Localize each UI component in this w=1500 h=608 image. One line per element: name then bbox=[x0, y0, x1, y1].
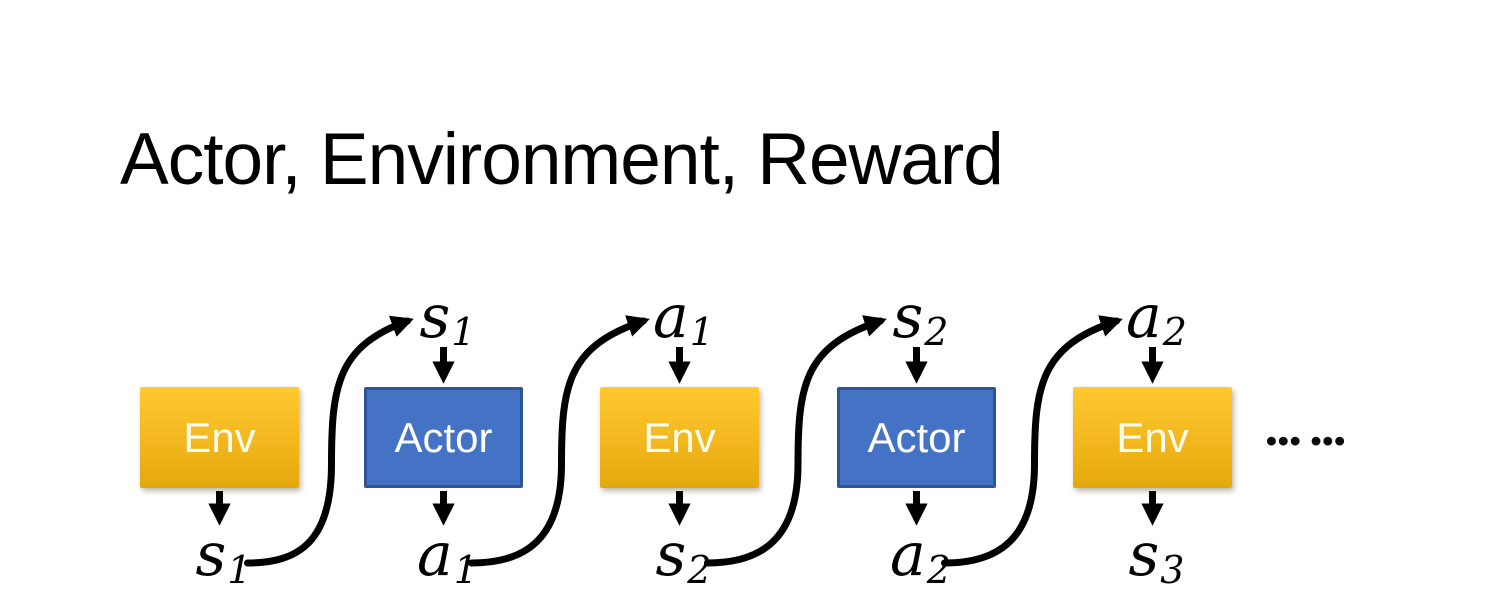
math-subscript: 2 bbox=[687, 548, 712, 593]
env-2-box: Env bbox=[600, 387, 759, 488]
label-s3-out: s3 bbox=[1129, 525, 1185, 589]
label-s2-out: s2 bbox=[656, 525, 712, 589]
actor-2-box: Actor bbox=[837, 387, 996, 488]
math-symbol: s bbox=[195, 520, 227, 590]
continuation-ellipsis: •••••• bbox=[1266, 423, 1347, 458]
math-symbol: a bbox=[1126, 282, 1162, 352]
math-subscript: 3 bbox=[1160, 548, 1185, 593]
math-symbol: s bbox=[419, 282, 451, 352]
actor-1-box-label: Actor bbox=[394, 413, 493, 461]
actor-2-box-label: Actor bbox=[867, 413, 966, 461]
label-s1-in: s1 bbox=[420, 287, 476, 351]
label-a2-out: a2 bbox=[890, 525, 951, 589]
slide-title: Actor, Environment, Reward bbox=[120, 119, 1004, 200]
math-symbol: s bbox=[1128, 520, 1160, 590]
math-subscript: 1 bbox=[453, 548, 478, 593]
math-symbol: s bbox=[655, 520, 687, 590]
math-subscript: 1 bbox=[689, 310, 714, 355]
actor-1-box: Actor bbox=[364, 387, 523, 488]
math-symbol: a bbox=[653, 282, 689, 352]
label-a1-in: a1 bbox=[653, 287, 714, 351]
math-subscript: 1 bbox=[227, 548, 252, 593]
env-3-box: Env bbox=[1073, 387, 1232, 488]
math-subscript: 2 bbox=[924, 310, 949, 355]
math-symbol: s bbox=[892, 282, 924, 352]
env-2-box-label: Env bbox=[643, 413, 716, 461]
label-s1-out: s1 bbox=[196, 525, 252, 589]
math-symbol: a bbox=[890, 520, 926, 590]
ellipsis-dots-group: ••• bbox=[1266, 423, 1302, 458]
math-subscript: 2 bbox=[926, 548, 951, 593]
math-symbol: a bbox=[417, 520, 453, 590]
label-a2-in: a2 bbox=[1126, 287, 1187, 351]
env-1-box-label: Env bbox=[183, 413, 256, 461]
label-a1-out: a1 bbox=[417, 525, 478, 589]
math-subscript: 2 bbox=[1162, 310, 1187, 355]
label-s2-in: s2 bbox=[893, 287, 949, 351]
ellipsis-dots-group: ••• bbox=[1310, 423, 1347, 458]
math-subscript: 1 bbox=[451, 310, 476, 355]
env-3-box-label: Env bbox=[1116, 413, 1189, 461]
env-1-box: Env bbox=[140, 387, 299, 488]
